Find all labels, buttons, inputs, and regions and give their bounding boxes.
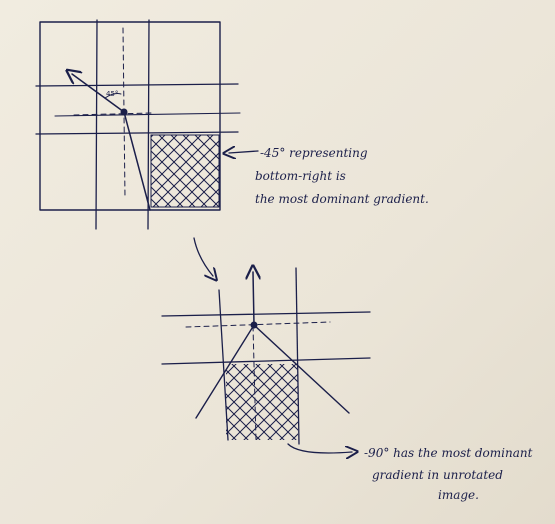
- bottom-right-diagonal: [253, 324, 350, 414]
- top-grid-vline-1: [95, 19, 98, 230]
- bottom-grid-diagram: [161, 267, 371, 445]
- top-note-line-1: -45° representing: [260, 146, 368, 160]
- bottom-dashed-horizontal: [185, 321, 331, 328]
- top-note-line-2: bottom-right is: [255, 169, 346, 183]
- bottom-hatched-region: [226, 364, 298, 440]
- bottom-left-diagonal: [195, 324, 255, 419]
- bottom-grid-hline-1: [161, 311, 371, 317]
- top-rotated-arrow: [72, 74, 125, 113]
- top-center-point: [120, 108, 128, 116]
- bottom-note-line-3: image.: [438, 488, 479, 502]
- top-dashed-horizontal: [73, 112, 153, 116]
- top-grid-border: [39, 21, 221, 211]
- top-grid-hline-1: [35, 83, 239, 87]
- top-note-pointer: [229, 151, 259, 153]
- bottom-grid-vline-2: [295, 267, 300, 445]
- bottom-note-line-1: -90° has the most dominant: [364, 446, 533, 460]
- bottom-center-point: [250, 321, 258, 329]
- bottom-annotation: -90° has the most dominant gradient in u…: [287, 443, 533, 502]
- connector-arrow: [193, 237, 213, 276]
- top-angle-arc: [104, 93, 122, 99]
- top-angle-label: 45°: [106, 90, 118, 98]
- bottom-note-line-2: gradient in unrotated: [372, 468, 503, 482]
- top-note-line-3: the most dominant gradient.: [255, 192, 429, 206]
- top-grid-hline-2: [35, 131, 239, 135]
- top-rotated-tail: [123, 111, 151, 211]
- top-grid-hline-3: [54, 112, 241, 117]
- top-hatched-region: [150, 134, 220, 208]
- bottom-vertical-arrow: [253, 272, 254, 326]
- bottom-grid-hline-2: [161, 357, 371, 365]
- bottom-note-pointer: [287, 443, 352, 453]
- top-grid-vline-2: [147, 19, 150, 230]
- top-annotation: -45° representing bottom-right is the mo…: [229, 146, 429, 206]
- top-grid-diagram: 45°: [35, 19, 241, 230]
